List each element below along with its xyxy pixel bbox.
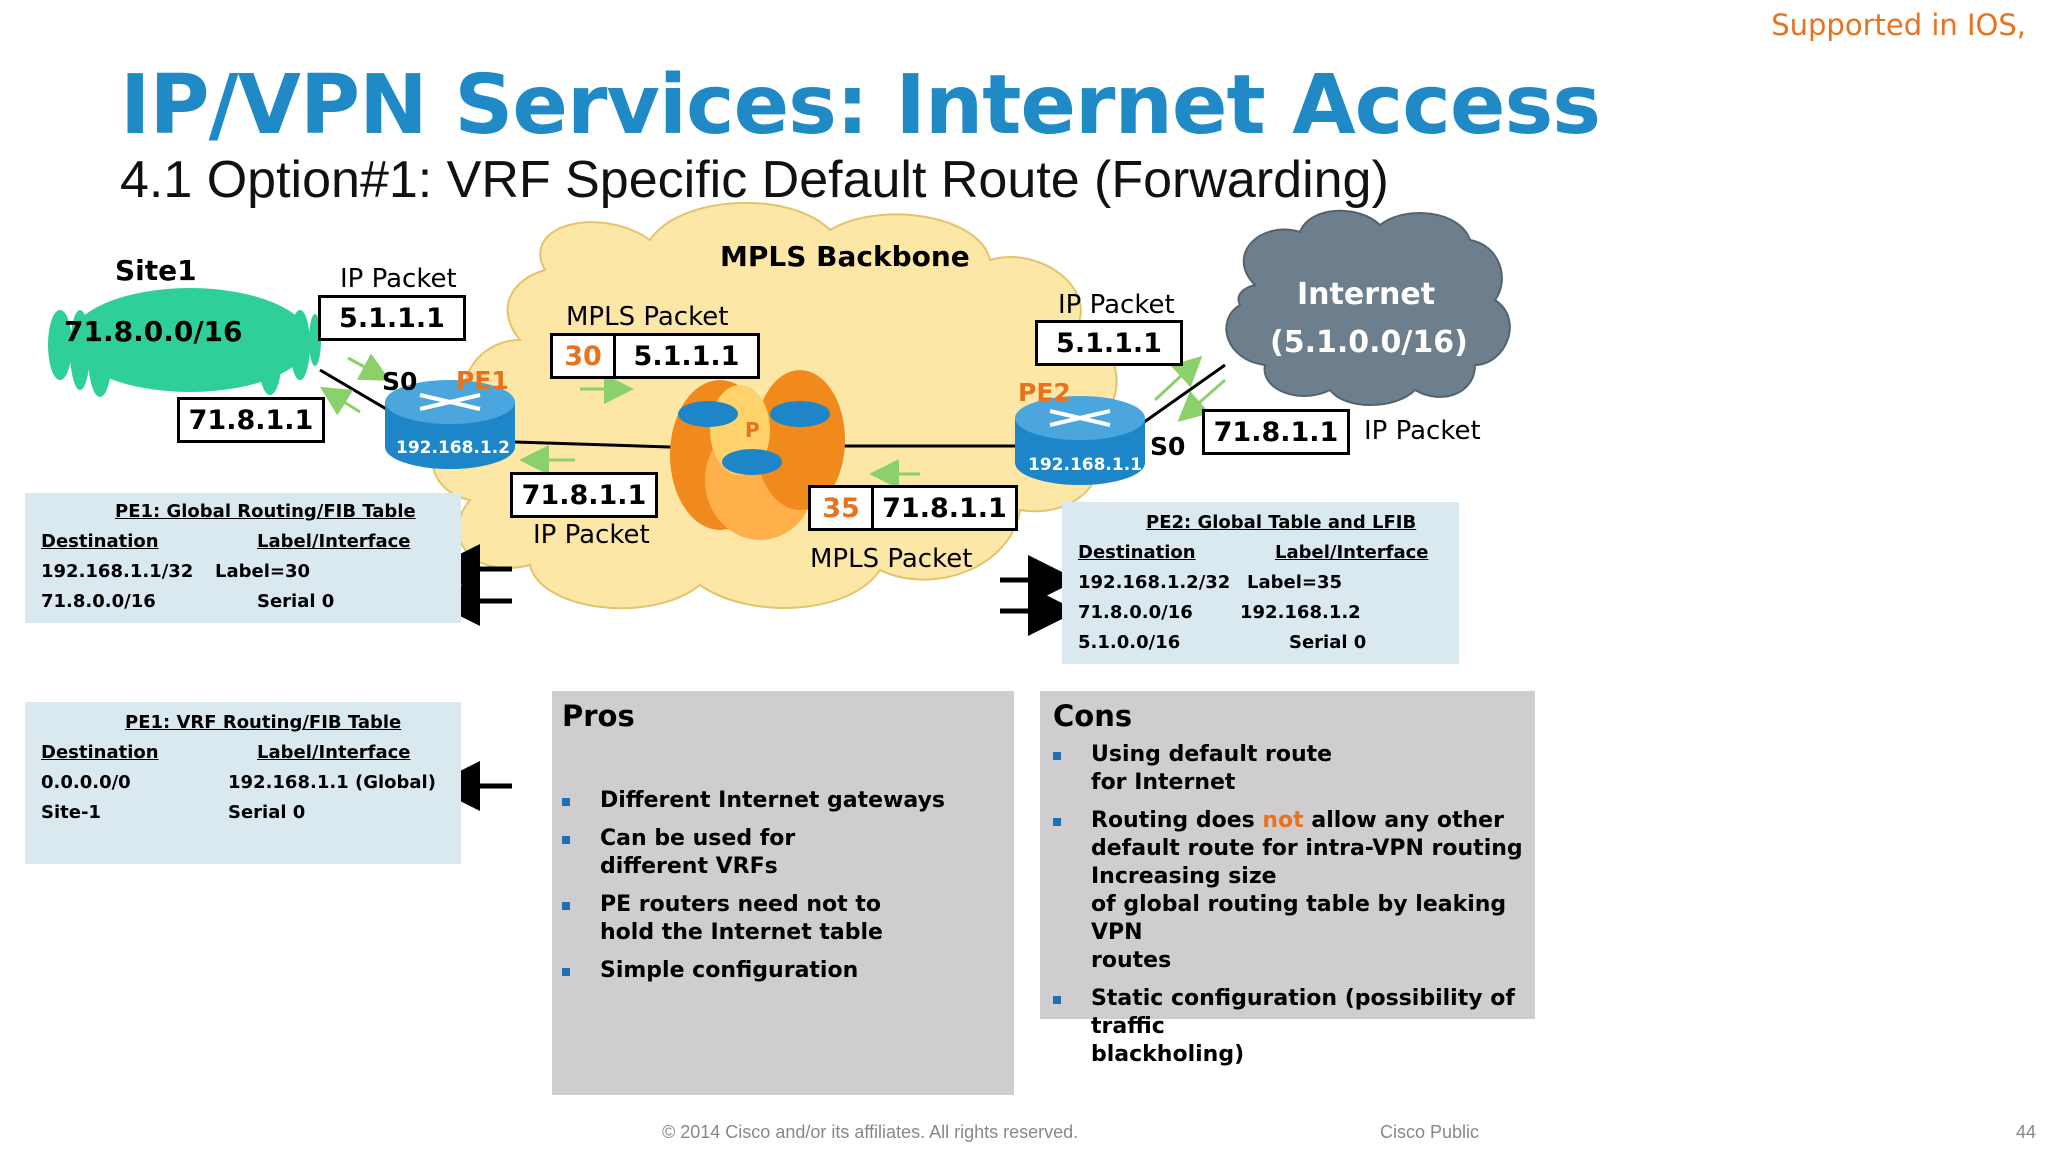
mpls-packet-destination: 5.1.1.1 — [633, 340, 740, 372]
pe1-mpls-packet: 30 5.1.1.1 — [550, 333, 760, 379]
column-header-destination: Destination — [41, 531, 159, 552]
site1-label: Site1 — [115, 254, 197, 287]
page-subtitle: 4.1 Option#1: VRF Specific Default Route… — [120, 151, 1389, 209]
pe1-vrf-table: PE1: VRF Routing/FIB Table Destination L… — [25, 702, 461, 864]
list-item: Can be used for different VRFs — [562, 825, 1002, 881]
flow-arrows — [319, 353, 1226, 489]
pe1-label: PE1 — [456, 366, 509, 395]
pe1-interface-label: S0 — [382, 367, 418, 396]
table-cell: 192.168.1.1/32 — [41, 561, 194, 582]
cons-heading: Cons — [1053, 699, 1133, 733]
pe2-ip-packet: 5.1.1.1 — [1035, 320, 1183, 366]
table-cell: 71.8.0.0/16 — [41, 591, 156, 612]
site1-ip-packet: 5.1.1.1 — [318, 295, 466, 341]
table-cell: 0.0.0.0/0 — [41, 772, 131, 793]
mpls-return-label-value: 35 — [811, 488, 874, 528]
table-title: PE2: Global Table and LFIB — [1146, 512, 1417, 533]
bullet-icon — [562, 902, 570, 910]
cons-list: Using default route for Internet Routing… — [1053, 741, 1533, 1079]
table-cell: Serial 0 — [1289, 632, 1367, 653]
pe1-ip-label: 192.168.1.2 — [396, 438, 511, 458]
mpls-label-value: 30 — [553, 336, 616, 376]
bullet-icon — [1053, 996, 1061, 1004]
mpls-return-packet: 35 71.8.1.1 — [808, 485, 1018, 531]
pe2-ip-packet-caption: IP Packet — [1058, 290, 1175, 320]
pe2-global-table: PE2: Global Table and LFIB Destination L… — [1062, 502, 1459, 664]
column-header-label-interface: Label/Interface — [1275, 542, 1429, 563]
pros-list: Different Internet gateways Can be used … — [562, 787, 1002, 995]
bullet-icon — [1053, 818, 1061, 826]
table-cell: 5.1.0.0/16 — [1078, 632, 1181, 653]
bullet-icon — [1053, 752, 1061, 760]
pe1-mpls-packet-caption: MPLS Packet — [566, 302, 729, 332]
p-router-cluster — [670, 370, 845, 540]
list-item: Simple configuration — [562, 957, 1002, 985]
site1-ip-packet-caption: IP Packet — [340, 264, 457, 294]
internet-return-packet-caption: IP Packet — [1364, 416, 1481, 446]
table-cell: Label=35 — [1247, 572, 1343, 593]
column-header-label-interface: Label/Interface — [257, 742, 411, 763]
pros-heading: Pros — [562, 699, 635, 733]
classification-label: Cisco Public — [1380, 1122, 1480, 1142]
bullet-icon — [562, 836, 570, 844]
table-cell: Site-1 — [41, 802, 101, 823]
list-item: Different Internet gateways — [562, 787, 1002, 815]
copyright-notice: © 2014 Cisco and/or its affiliates. All … — [662, 1122, 1079, 1142]
table-cell: 192.168.1.2/32 — [1078, 572, 1231, 593]
mpls-return-packet-caption: MPLS Packet — [810, 544, 973, 574]
table-cell: 71.8.0.0/16 — [1078, 602, 1193, 623]
column-header-label-interface: Label/Interface — [257, 531, 411, 552]
list-item: PE routers need not to hold the Internet… — [562, 891, 1002, 947]
site1-network-label: 71.8.0.0/16 — [64, 315, 243, 348]
internet-cloud — [1225, 209, 1511, 406]
table-cell: Label=30 — [215, 561, 311, 582]
internet-return-packet: 71.8.1.1 — [1202, 409, 1350, 455]
page-title: IP/VPN Services: Internet Access — [120, 58, 1601, 153]
site1-cloud — [48, 288, 321, 397]
table-cell: 192.168.1.2 — [1240, 602, 1361, 623]
pe2-router — [1015, 396, 1145, 485]
pe1-global-table: PE1: Global Routing/FIB Table Destinatio… — [25, 493, 461, 623]
internet-label: Internet — [1297, 277, 1436, 312]
pe1-router — [385, 380, 515, 469]
bullet-icon — [562, 798, 570, 806]
cons-panel: Cons Using default route for Internet Ro… — [1040, 691, 1535, 1067]
supported-note: Supported in IOS, — [1771, 8, 2026, 42]
pe1-return-packet: 71.8.1.1 — [510, 472, 658, 518]
list-item: Using default route for Internet — [1053, 741, 1533, 797]
list-item: Static configuration (possibility of tra… — [1053, 985, 1533, 1069]
table-cell: Serial 0 — [228, 802, 306, 823]
column-header-destination: Destination — [41, 742, 159, 763]
table-title: PE1: VRF Routing/FIB Table — [125, 712, 402, 733]
mpls-backbone-label: MPLS Backbone — [720, 240, 970, 273]
pe2-label: PE2 — [1018, 378, 1071, 407]
pe2-interface-label: S0 — [1150, 432, 1186, 461]
internet-network-label: (5.1.0.0/16) — [1270, 325, 1468, 360]
column-header-destination: Destination — [1078, 542, 1196, 563]
table-title: PE1: Global Routing/FIB Table — [115, 501, 416, 522]
mpls-return-destination: 71.8.1.1 — [882, 492, 1007, 524]
pe1-return-packet-caption: IP Packet — [533, 520, 650, 550]
site1-host-box: 71.8.1.1 — [177, 397, 325, 443]
pros-panel: Pros Different Internet gateways Can be … — [552, 691, 1014, 1095]
table-cell: 192.168.1.1 (Global) — [228, 772, 436, 793]
page-number: 44 — [2016, 1122, 2037, 1142]
bullet-icon — [562, 968, 570, 976]
table-cell: Serial 0 — [257, 591, 335, 612]
list-item: Routing does not allow any other default… — [1053, 807, 1533, 975]
pe2-ip-label: 192.168.1.1 — [1028, 455, 1143, 475]
p-router-label: P — [745, 418, 760, 442]
